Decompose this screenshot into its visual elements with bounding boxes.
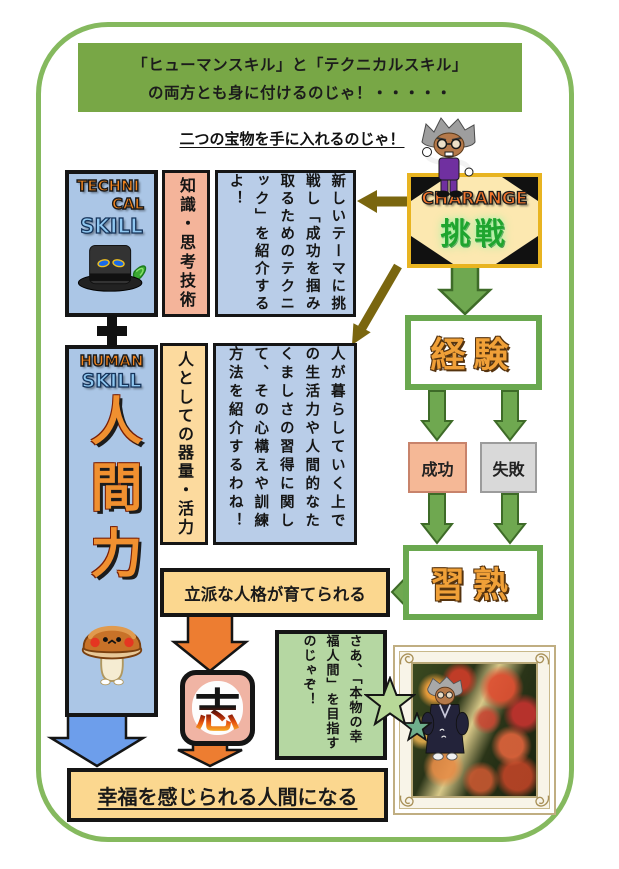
goal-box: 幸福を感じられる人間になる — [67, 768, 388, 822]
human-power-text: 人間力 — [81, 394, 142, 592]
technical-word-2: CAL — [111, 194, 145, 213]
elder-character-icon — [421, 117, 476, 198]
personality-result-text: 立派な人格が育てられる — [184, 584, 366, 604]
top-hat-icon — [77, 245, 146, 292]
technical-word-1: TECHNI — [76, 176, 140, 195]
mushroom-character-icon — [81, 625, 142, 686]
human-description-box: 人が暮らしていく上での生活力や人間的なたくましさの習得に関して、その心構えや訓練… — [213, 343, 357, 545]
ambition-cloud-background — [192, 681, 243, 735]
experience-box: 経験 — [405, 315, 542, 390]
arrow-challenge-to-experience — [436, 262, 494, 316]
technical-attribute-box: 知識・思考技術 — [162, 170, 210, 317]
technical-description-text: 新しいテーマに挑戦し「成功を掴み取るためのテクニック」を紹介するよ！ — [227, 173, 346, 313]
ambition-emblem: 志 — [180, 670, 255, 746]
failure-box: 失敗 — [480, 442, 537, 493]
technical-word-skill: SKILL — [79, 213, 143, 238]
frame-corner-ornament-icon — [399, 795, 414, 807]
human-attribute-box: 人としての器量・活力 — [160, 343, 208, 545]
arrow-challenge-to-technical — [357, 190, 407, 213]
callout-text: さあ、「本物の幸福人間」を目指すのじゃぞ！ — [300, 634, 362, 751]
success-box: 成功 — [408, 442, 467, 493]
human-skill-box: HUMAN SKILL 人間力 — [65, 345, 158, 717]
mastery-text: 習熟 — [429, 565, 516, 606]
arrow-challenge-to-human — [352, 263, 402, 345]
frame-corner-ornament-icon — [535, 795, 550, 807]
title-line-2: の両方とも身に付けるのじゃ！・・・・・ — [147, 83, 452, 102]
experience-text: 経験 — [430, 335, 517, 376]
elder-kimono-character-icon — [421, 676, 469, 761]
frame-corner-ornament-icon — [399, 653, 414, 665]
arrow-human-to-goal — [46, 713, 148, 768]
plus-icon — [97, 315, 127, 347]
human-description-text: 人が暮らしていく上での生活力や人間的なたくましさの習得に関して、その心構えや訓練… — [226, 346, 345, 531]
success-text: 成功 — [421, 459, 454, 479]
mastery-box: 習熟 — [403, 545, 543, 620]
title-line-1: 「ヒューマンスキル」と「テクニカルスキル」 — [132, 55, 468, 74]
technical-attribute-text: 知識・思考技術 — [177, 177, 196, 310]
star-icon — [402, 712, 432, 742]
star-icon — [364, 676, 416, 727]
subtitle-text: 二つの宝物を手に入れるのじゃ！ — [179, 130, 405, 148]
human-word-skill: SKILL — [81, 369, 142, 392]
personality-result-box: 立派な人格が育てられる — [160, 568, 390, 617]
frame-corner-ornament-icon — [535, 653, 550, 665]
failure-text: 失敗 — [492, 459, 525, 479]
technical-description-box: 新しいテーマに挑戦し「成功を掴み取るためのテクニック」を紹介するよ！ — [215, 170, 356, 317]
ambition-kanji: 志 — [195, 675, 241, 741]
challenge-title-jp: 挑戦 — [440, 216, 509, 252]
arrow-failure-to-mastery — [492, 493, 528, 545]
outer-rounded-border — [36, 22, 574, 842]
arrow-personality-to-ambition — [170, 613, 250, 673]
arrow-ambition-to-goal — [177, 742, 243, 768]
arrow-experience-to-success — [419, 390, 455, 442]
human-word-1: HUMAN — [79, 351, 144, 370]
human-attribute-text: 人としての器量・活力 — [175, 351, 194, 537]
arrow-experience-to-failure — [492, 390, 528, 442]
goal-text: 幸福を感じられる人間になる — [97, 784, 358, 809]
challenge-box: CHARANGE 挑戦 — [407, 173, 542, 268]
arrow-success-to-mastery — [419, 493, 455, 545]
technical-skill-box: TECHNI CAL SKILL — [65, 170, 158, 317]
title-banner: 「ヒューマンスキル」と「テクニカルスキル」 の両方とも身に付けるのじゃ！・・・・… — [78, 43, 522, 112]
